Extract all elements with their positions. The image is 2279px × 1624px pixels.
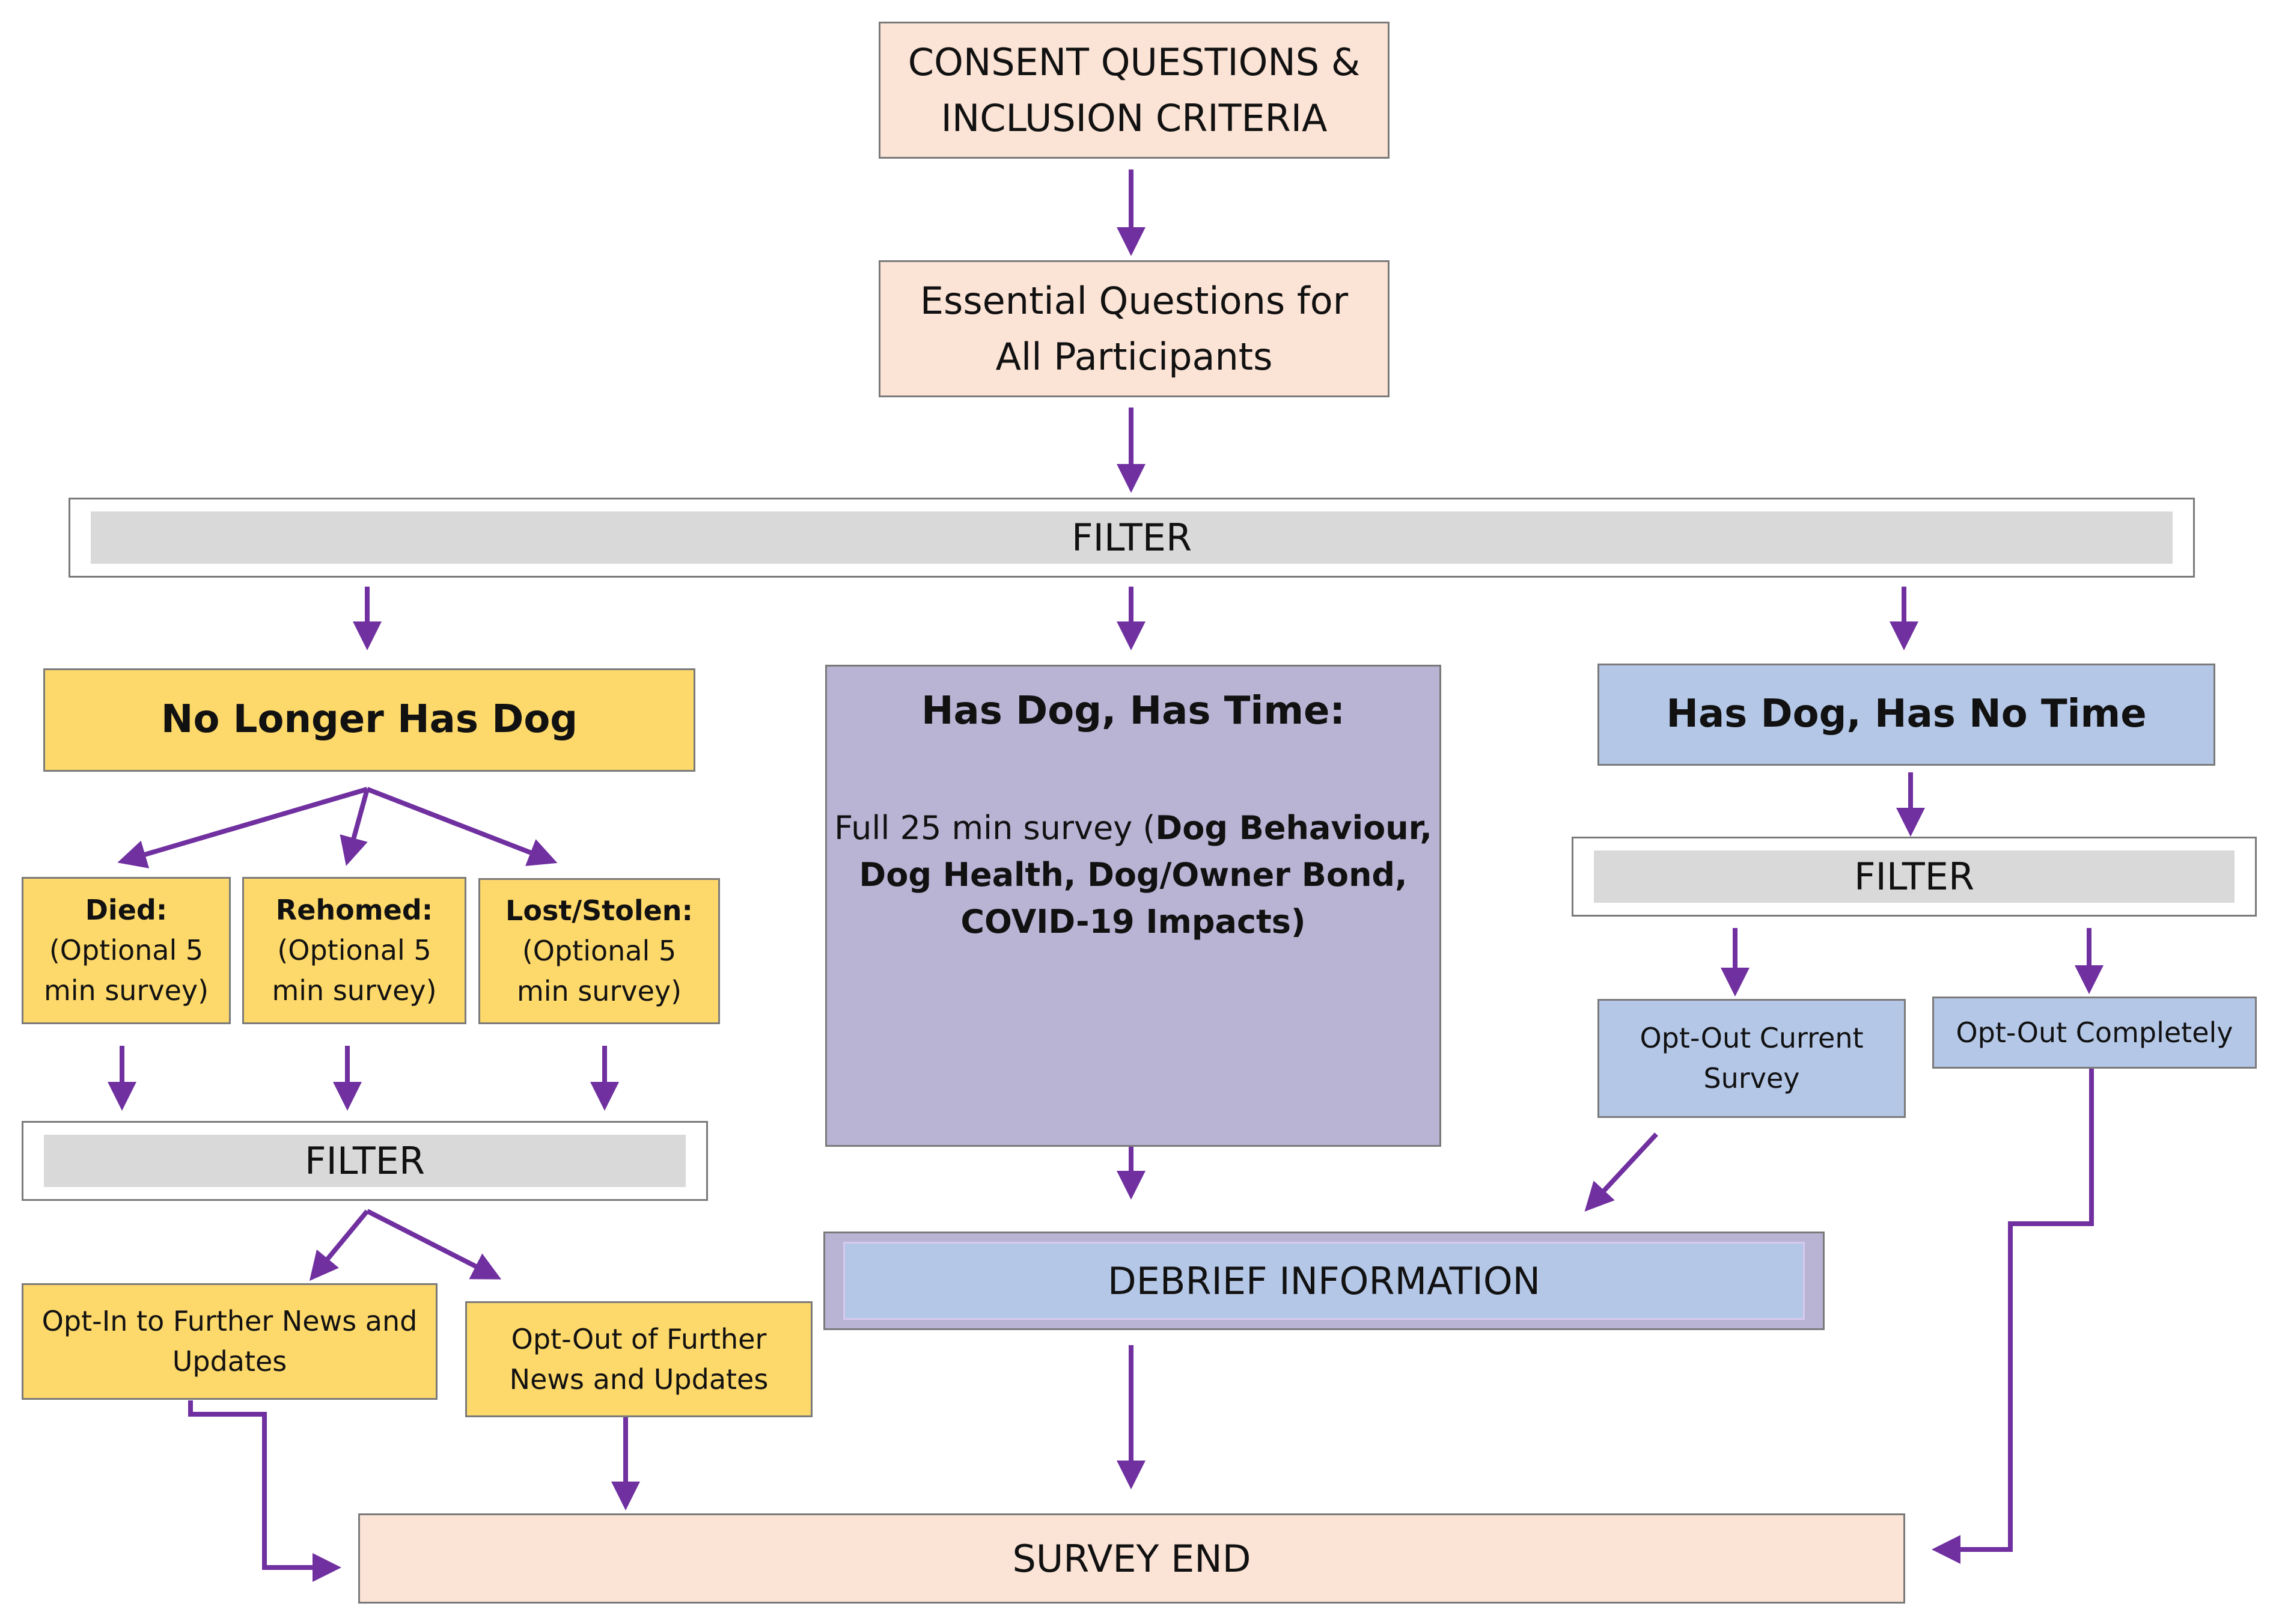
arrow-optin-to-survey-end [188, 1400, 341, 1582]
essential-line-1: Essential Questions for [920, 279, 1349, 323]
rehomed-box: Rehomed: (Optional 5 min survey) [242, 877, 466, 1024]
rehomed-line-2: min survey) [272, 974, 437, 1007]
rehomed-title: Rehomed: [275, 894, 433, 927]
has-time-body-prefix: Full 25 min survey ( [834, 808, 1156, 847]
debrief-box: DEBRIEF INFORMATION [823, 1232, 1825, 1330]
consent-line-2: INCLUSION CRITERIA [941, 96, 1328, 140]
filter-left-box: FILTER [22, 1121, 708, 1201]
has-time-box: Has Dog, Has Time: Full 25 min survey (D… [825, 665, 1441, 1147]
consent-line-1: CONSENT QUESTIONS & [908, 40, 1361, 84]
essential-line-2: All Participants [995, 335, 1273, 379]
lost-stolen-box: Lost/Stolen: (Optional 5 min survey) [478, 878, 720, 1024]
filter-left-bar: FILTER [44, 1135, 686, 1187]
arrow-filter-to-optout-news [366, 1209, 502, 1280]
survey-end-box: SURVEY END [358, 1513, 1905, 1604]
died-box: Died: (Optional 5 min survey) [22, 877, 231, 1024]
arrow-optout-current-to-debrief [1584, 1132, 1658, 1212]
lost-stolen-title: Lost/Stolen: [505, 894, 693, 927]
optout-completely-label: Opt-Out Completely [1956, 1016, 2233, 1049]
no-longer-has-dog-label: No Longer Has Dog [160, 697, 578, 742]
lost-stolen-line-2: min survey) [516, 974, 682, 1007]
optout-news-line-2: News and Updates [509, 1363, 769, 1396]
has-time-body-bold-2: Dog Health, Dog/Owner Bond, [859, 855, 1408, 894]
optout-news-box: Opt-Out of Further News and Updates [465, 1301, 813, 1417]
optin-news-box: Opt-In to Further News and Updates [22, 1283, 438, 1400]
has-no-time-box: Has Dog, Has No Time [1597, 664, 2215, 766]
optout-news-line-1: Opt-Out of Further [511, 1322, 767, 1355]
rehomed-line-1: (Optional 5 [277, 934, 432, 967]
has-no-time-label: Has Dog, Has No Time [1666, 692, 2147, 737]
filter-right-box: FILTER [1572, 837, 2257, 917]
no-longer-has-dog-box: No Longer Has Dog [43, 668, 695, 772]
has-time-body: Full 25 min survey (Dog Behaviour, Dog H… [834, 805, 1432, 946]
filter-main-bar: FILTER [91, 511, 2173, 564]
died-line-2: min survey) [43, 974, 209, 1007]
optout-current-box: Opt-Out Current Survey [1597, 999, 1906, 1118]
lost-stolen-line-1: (Optional 5 [522, 935, 677, 968]
filter-right-label: FILTER [1853, 855, 1975, 899]
arrow-filter-to-optin [309, 1209, 370, 1281]
has-time-title: Has Dog, Has Time: [921, 689, 1346, 733]
filter-main-label: FILTER [1071, 516, 1192, 560]
died-line-1: (Optional 5 [49, 934, 204, 967]
filter-right-bar: FILTER [1594, 850, 2235, 903]
essential-box: Essential Questions for All Participants [879, 260, 1390, 397]
optout-completely-box: Opt-Out Completely [1932, 997, 2257, 1069]
has-time-body-bold-1: Dog Behaviour, [1155, 808, 1432, 847]
arrow-no-longer-to-rehomed [340, 788, 370, 866]
optout-current-line-2: Survey [1703, 1062, 1800, 1094]
arrow-no-longer-to-lost [366, 787, 558, 866]
died-title: Died: [85, 894, 168, 927]
optin-news-line-1: Opt-In to Further News and [41, 1305, 418, 1338]
survey-end-label: SURVEY END [1012, 1536, 1251, 1581]
optin-news-line-2: Updates [172, 1345, 287, 1378]
has-time-body-bold-3: COVID-19 Impacts) [960, 903, 1306, 941]
filter-left-label: FILTER [304, 1139, 426, 1183]
filter-main-box: FILTER [69, 498, 2195, 578]
consent-box: CONSENT QUESTIONS & INCLUSION CRITERIA [879, 22, 1390, 159]
debrief-bar: DEBRIEF INFORMATION [843, 1242, 1805, 1320]
optout-current-line-1: Opt-Out Current [1640, 1022, 1864, 1055]
arrow-optout-completely-to-survey-end [1932, 1069, 2094, 1564]
debrief-label: DEBRIEF INFORMATION [1108, 1259, 1540, 1303]
arrow-no-longer-to-died [117, 787, 368, 868]
